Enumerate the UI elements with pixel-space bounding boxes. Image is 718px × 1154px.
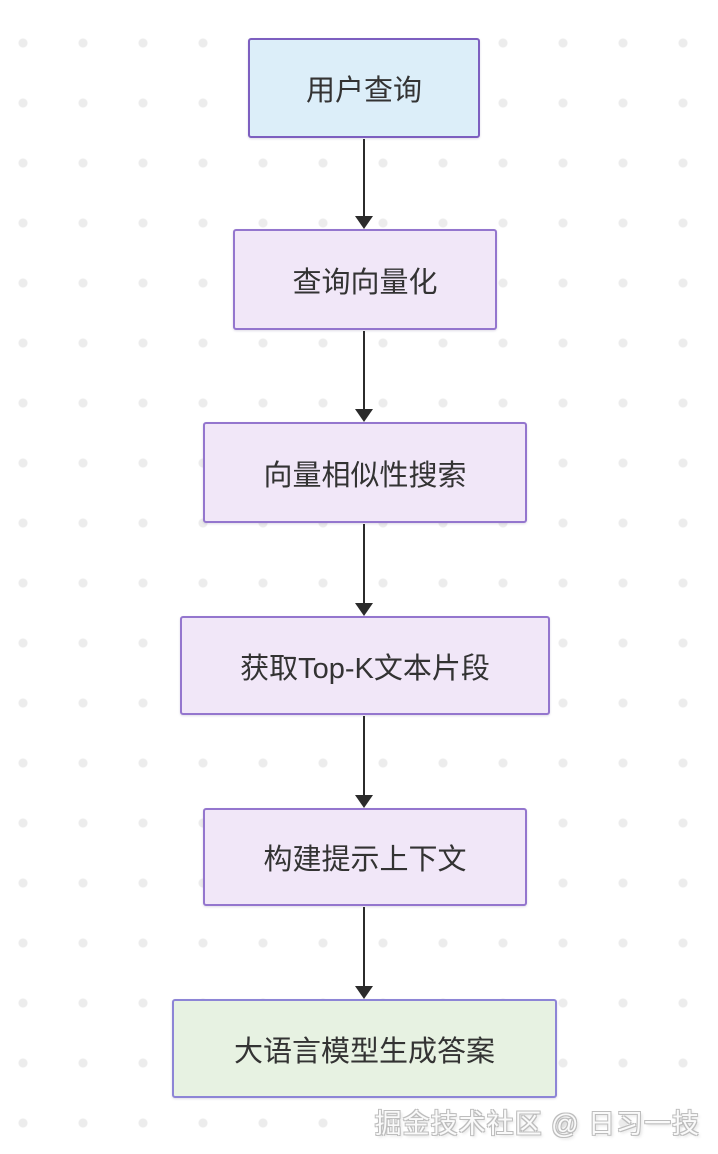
edge-line — [363, 139, 365, 216]
edge-query-vectorize-to-vector-similarity-search — [354, 331, 374, 422]
node-label-vector-similarity-search: 向量相似性搜索 — [263, 459, 467, 492]
arrowhead-down-icon — [355, 216, 373, 229]
node-label-build-prompt-context: 构建提示上下文 — [263, 844, 467, 876]
arrowhead-down-icon — [355, 409, 373, 422]
edge-line — [363, 716, 365, 795]
flow-node-get-topk-text-fragments: 获取Top-K文本片段 — [180, 616, 550, 715]
arrowhead-down-icon — [355, 986, 373, 999]
flow-node-build-prompt-context: 构建提示上下文 — [203, 808, 527, 906]
node-label-llm-generate-answer: 大语言模型生成答案 — [233, 1035, 495, 1068]
edge-build-prompt-context-to-llm-generate-answer — [354, 907, 374, 999]
watermark: 掘金技术社区 @ 日习一技 — [374, 1109, 700, 1139]
flow-node-llm-generate-answer: 大语言模型生成答案 — [172, 999, 557, 1098]
edge-vector-similarity-search-to-get-topk-text-fragments — [354, 524, 374, 616]
edge-get-topk-text-fragments-to-build-prompt-context — [354, 716, 374, 808]
flow-node-vector-similarity-search: 向量相似性搜索 — [203, 422, 527, 523]
arrowhead-down-icon — [355, 795, 373, 808]
edge-user-query-to-query-vectorize — [354, 139, 374, 229]
flow-node-query-vectorize: 查询向量化 — [233, 229, 497, 330]
node-label-user-query: 用户查询 — [305, 75, 422, 107]
node-label-get-topk-text-fragments: 获取Top-K文本片段 — [240, 652, 490, 685]
edge-line — [363, 524, 365, 603]
edge-line — [363, 331, 365, 409]
flow-node-user-query: 用户查询 — [248, 38, 480, 138]
node-label-query-vectorize: 查询向量化 — [292, 266, 438, 299]
edge-line — [363, 907, 365, 986]
arrowhead-down-icon — [355, 603, 373, 616]
